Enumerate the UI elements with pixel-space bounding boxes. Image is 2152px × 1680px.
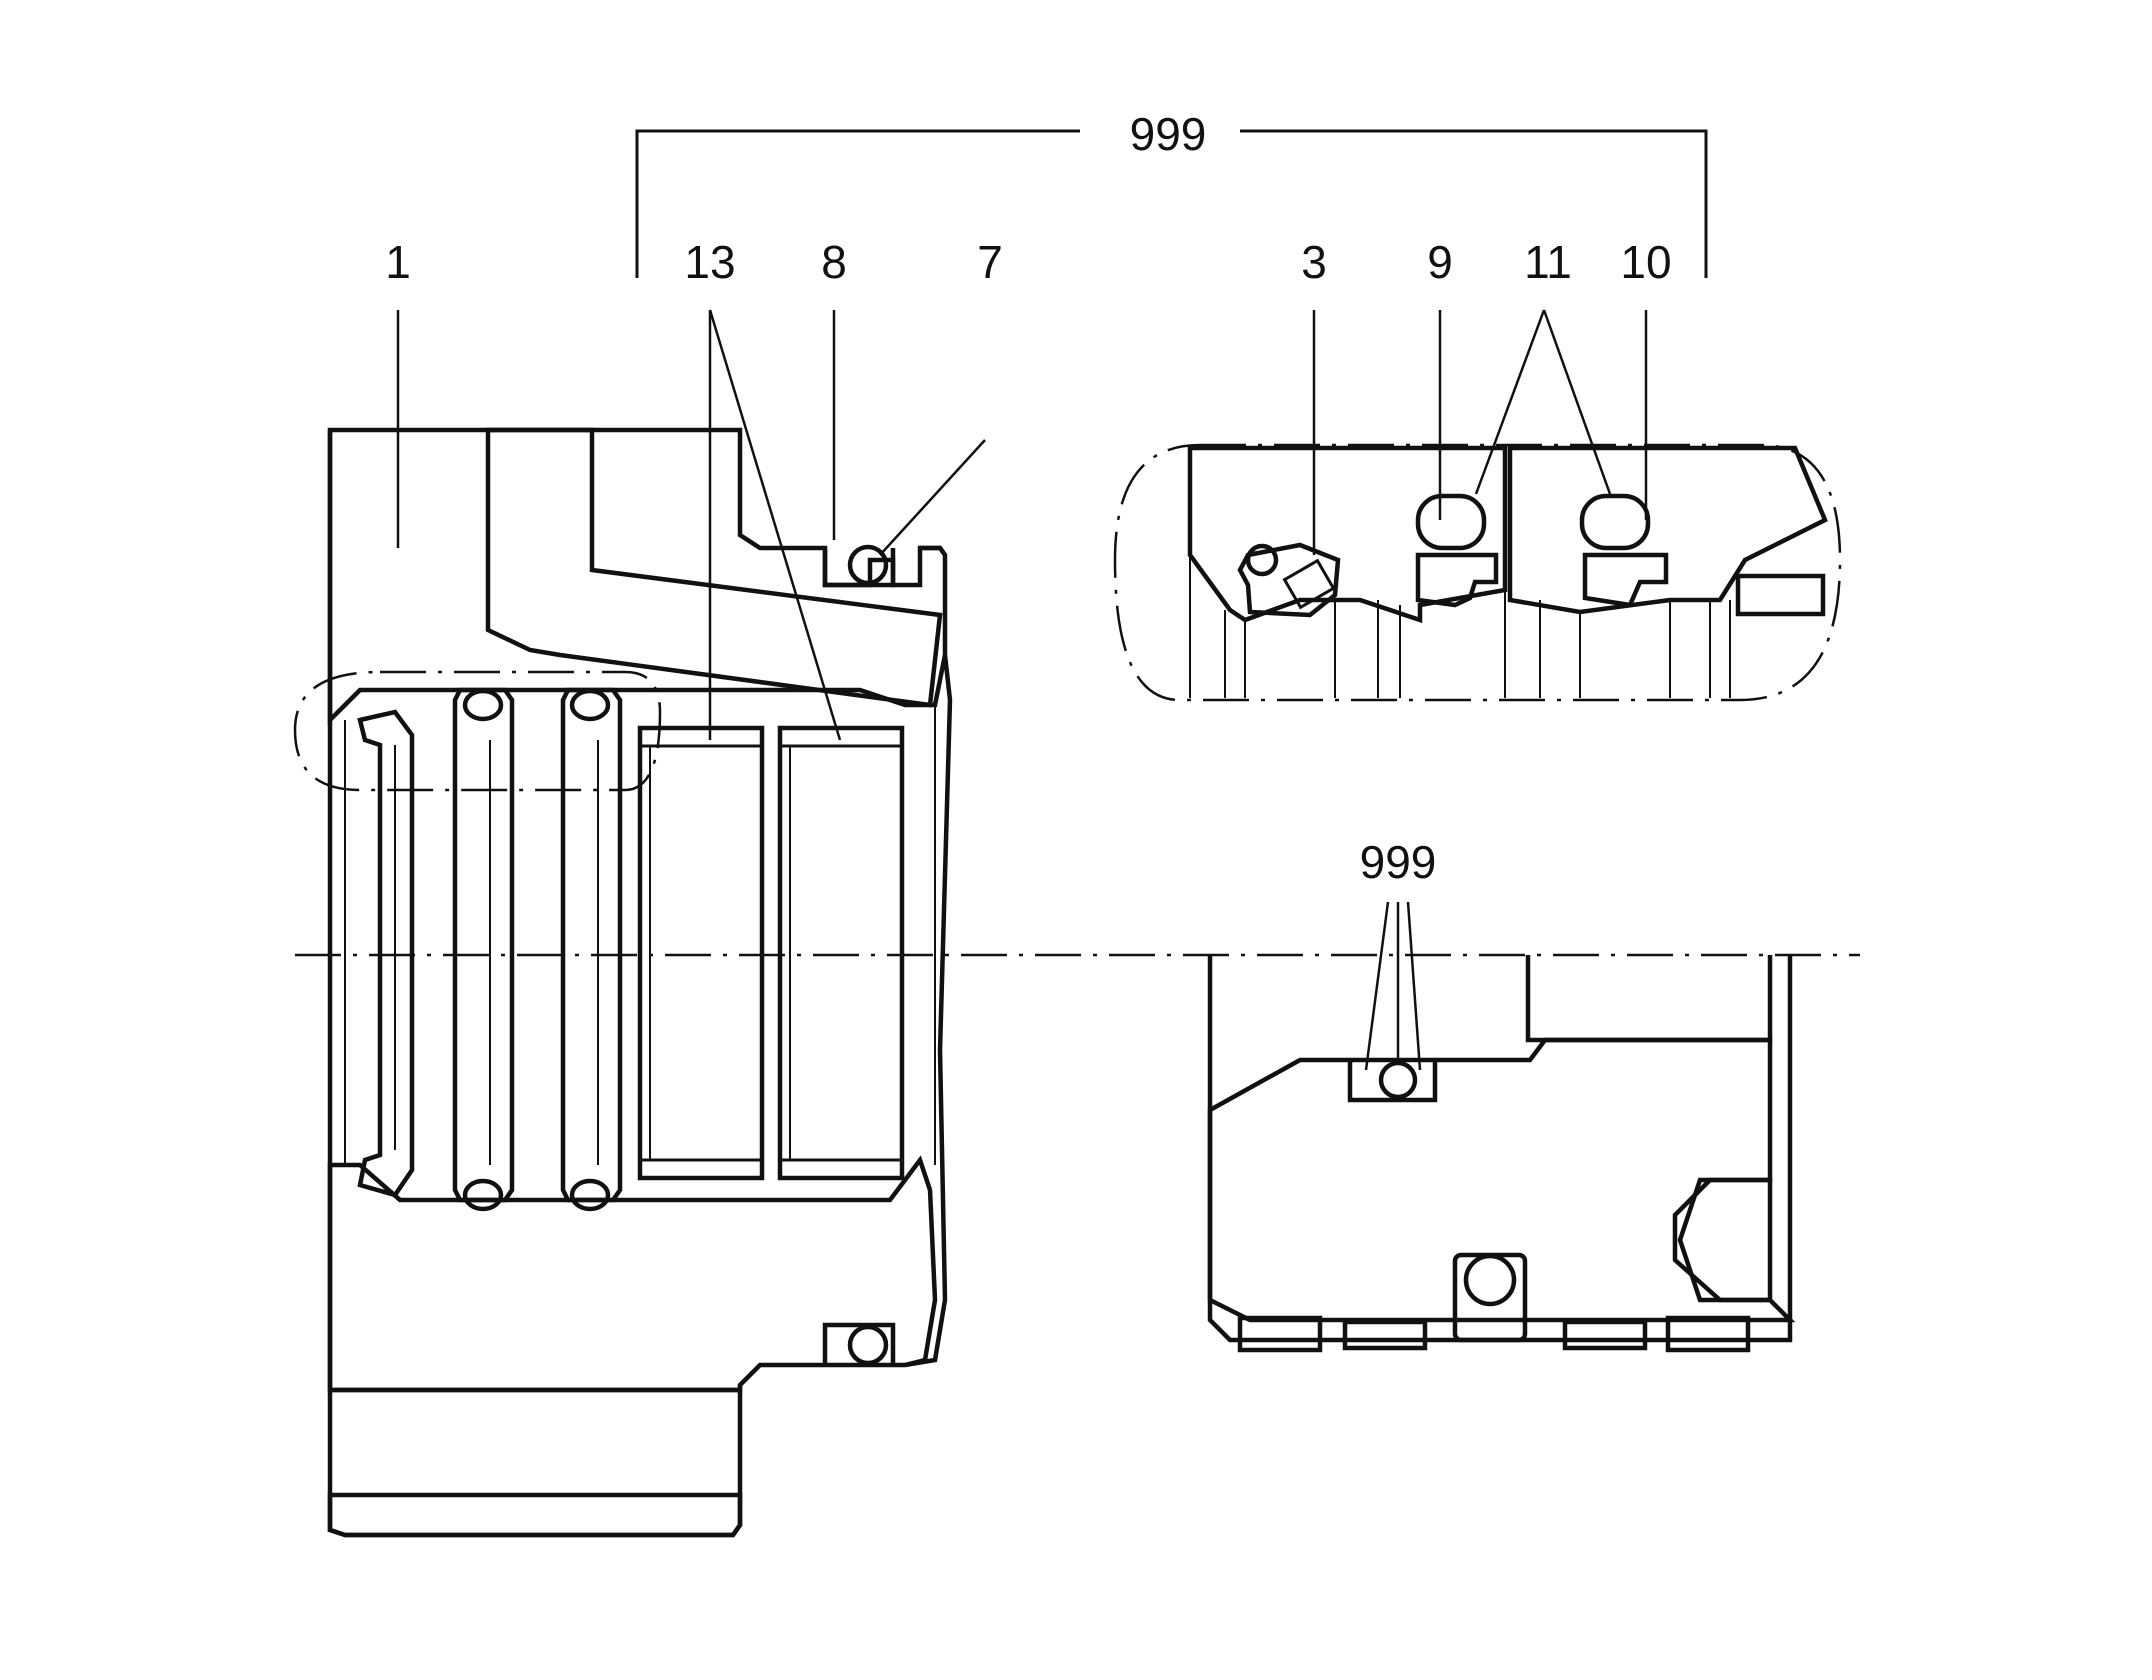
seal-detail-view: [1113, 443, 1842, 702]
seal-ring-2: [452, 687, 515, 1203]
gland-detail-view: [1207, 955, 1796, 1353]
radial-port: [485, 427, 943, 708]
upper-housing: [327, 427, 948, 726]
callout-1: 1: [385, 236, 411, 288]
seal-ring-3: [560, 687, 623, 1203]
main-section-view: [293, 427, 953, 1538]
callout-13: 13: [684, 236, 735, 288]
seal-ring-1: [357, 709, 415, 1198]
callout-9: 9: [1427, 236, 1453, 288]
detail-outline: [1113, 443, 1842, 702]
lower-housing: [327, 1155, 938, 1393]
callout-11: 11: [1524, 236, 1572, 288]
callout-8: 8: [821, 236, 847, 288]
callout-999-bottom: 999: [1360, 836, 1437, 888]
detail-window-marker: [293, 670, 662, 792]
leader-lines: [396, 309, 1648, 1071]
callout-7: 7: [977, 236, 1003, 288]
group-bracket: [635, 129, 1708, 278]
callout-3: 3: [1301, 236, 1327, 288]
bearing-bush-1: [637, 725, 765, 1181]
callout-999-top: 999: [1130, 108, 1207, 160]
bottom-flange: [327, 1492, 743, 1538]
bearing-bush-2: [777, 725, 905, 1181]
callout-10: 10: [1620, 236, 1671, 288]
